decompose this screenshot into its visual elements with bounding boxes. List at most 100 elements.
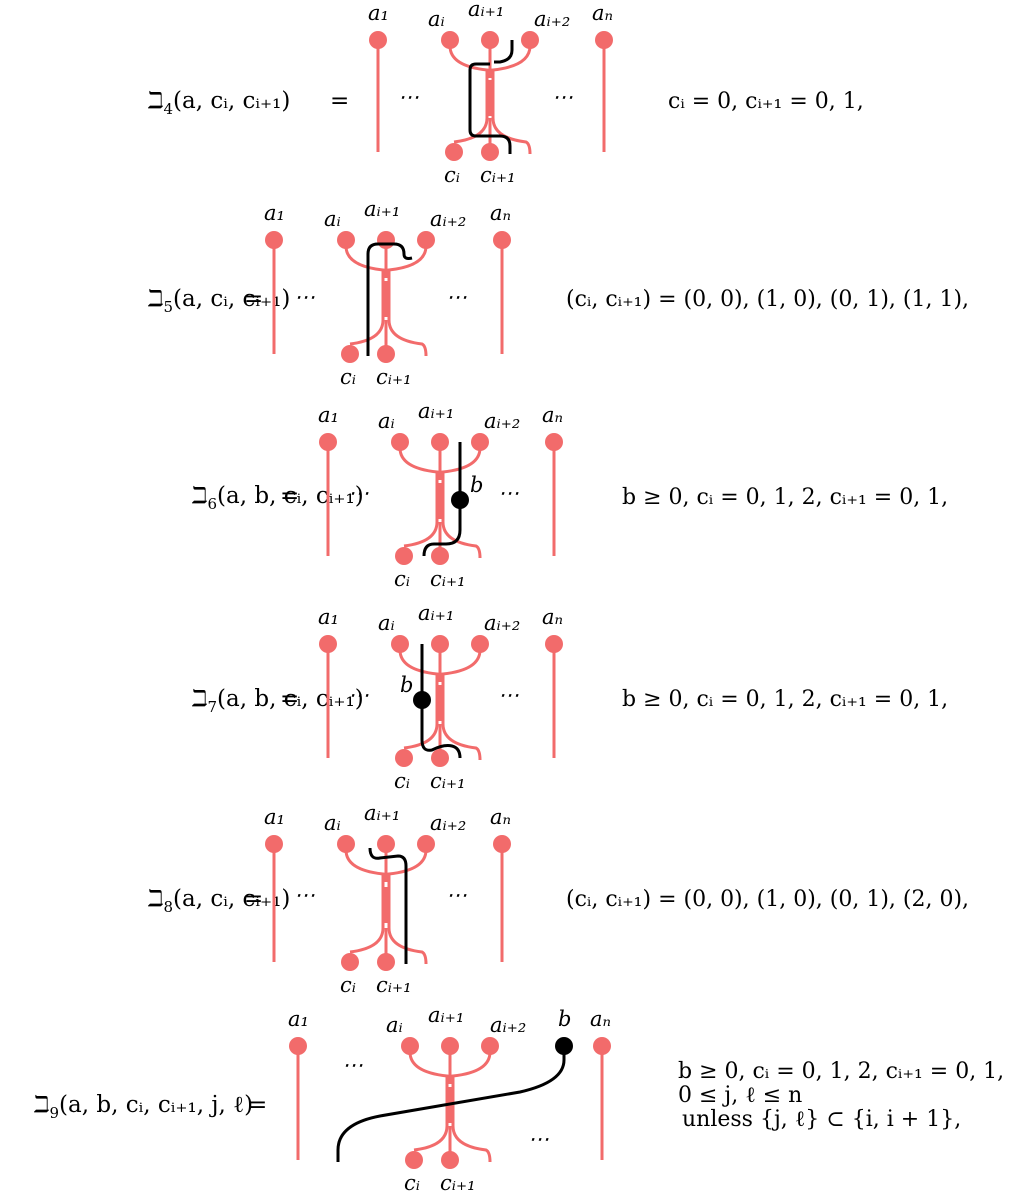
strand-a1-dot bbox=[319, 433, 337, 451]
beth-args: (a, cᵢ, cᵢ₊₁) bbox=[173, 886, 290, 912]
bottom-dot-ci1 bbox=[481, 143, 499, 161]
strand-a1-dot bbox=[319, 635, 337, 653]
thick-box bbox=[436, 685, 444, 721]
equation-lhs: ℶ4(a, cᵢ, cᵢ₊₁) bbox=[147, 88, 290, 118]
label-ai2: aᵢ₊₂ bbox=[484, 409, 520, 433]
black-strand-through bbox=[366, 242, 413, 356]
thick-box bbox=[486, 80, 494, 116]
label-a1: a₁ bbox=[368, 1, 389, 25]
ellipsis-left: ⋯ bbox=[294, 883, 315, 907]
label-ci: cᵢ bbox=[340, 973, 356, 997]
label-ci: cᵢ bbox=[394, 567, 410, 591]
label-ci: cᵢ bbox=[394, 769, 410, 793]
condition-line: b ≥ 0, cᵢ = 0, 1, 2, cᵢ₊₁ = 0, 1, bbox=[622, 485, 948, 510]
thick-box bbox=[382, 887, 390, 923]
label-b: b bbox=[470, 473, 483, 497]
bottom-dot-ci1 bbox=[377, 953, 395, 971]
label-ai2: aᵢ₊₂ bbox=[490, 1013, 526, 1037]
beth-index: 6 bbox=[208, 495, 218, 513]
label-ci: cᵢ bbox=[340, 365, 356, 389]
label-ci1: cᵢ₊₁ bbox=[440, 1171, 476, 1195]
ellipsis-right: ⋯ bbox=[446, 285, 467, 309]
beth-index: 9 bbox=[50, 1104, 60, 1122]
label-ci1: cᵢ₊₁ bbox=[430, 567, 466, 591]
label-ai: aᵢ bbox=[428, 7, 445, 31]
label-an: aₙ bbox=[592, 1, 613, 25]
black-strand-b bbox=[420, 644, 462, 759]
condition-line: (cᵢ, cᵢ₊₁) = (0, 0), (1, 0), (0, 1), (2,… bbox=[566, 887, 969, 912]
beth-symbol: ℶ bbox=[33, 1092, 50, 1118]
merge-strand-right bbox=[491, 40, 532, 78]
condition-line: b ≥ 0, cᵢ = 0, 1, 2, cᵢ₊₁ = 0, 1, bbox=[678, 1059, 1004, 1084]
beth-index: 7 bbox=[208, 698, 218, 716]
label-ai1: aᵢ₊₁ bbox=[364, 801, 400, 825]
beth-args: (a, cᵢ, cᵢ₊₁) bbox=[173, 286, 290, 312]
split-right bbox=[387, 319, 428, 357]
ellipsis-right: ⋯ bbox=[446, 883, 467, 907]
equation-lhs: ℶ8(a, cᵢ, cᵢ₊₁) bbox=[147, 886, 290, 916]
b-dot bbox=[451, 491, 469, 509]
strand-a1-dot bbox=[265, 231, 283, 249]
label-ai2: aᵢ₊₂ bbox=[430, 811, 466, 835]
condition-line: (cᵢ, cᵢ₊₁) = (0, 0), (1, 0), (0, 1), (1,… bbox=[566, 287, 969, 312]
beth-args: (a, b, cᵢ, cᵢ₊₁) bbox=[217, 483, 364, 509]
condition-line: b ≥ 0, cᵢ = 0, 1, 2, cᵢ₊₁ = 0, 1, bbox=[622, 687, 948, 712]
strand-a1-dot bbox=[369, 31, 387, 49]
merge-strand-right bbox=[441, 644, 482, 682]
split-left bbox=[403, 521, 439, 548]
ellipsis-left: ⋯ bbox=[398, 85, 419, 109]
label-a1: a₁ bbox=[264, 805, 285, 829]
label-ai: aᵢ bbox=[324, 811, 341, 835]
label-an: aₙ bbox=[490, 805, 511, 829]
beth-symbol: ℶ bbox=[147, 886, 164, 912]
merge-strand-left bbox=[448, 40, 489, 78]
b-dot bbox=[413, 691, 431, 709]
equation-lhs: ℶ6(a, b, cᵢ, cᵢ₊₁) bbox=[191, 483, 364, 513]
split-right bbox=[441, 723, 482, 761]
strand-an-dot bbox=[493, 231, 511, 249]
merge-strand-right bbox=[387, 844, 428, 882]
equals-sign: = bbox=[280, 686, 299, 712]
bottom-dot-ci1 bbox=[431, 547, 449, 565]
thick-box bbox=[382, 281, 390, 317]
split-left bbox=[413, 1125, 449, 1152]
merge-strand-left bbox=[398, 644, 439, 682]
beth-index: 4 bbox=[164, 100, 174, 118]
strand-an-dot bbox=[493, 835, 511, 853]
label-ai2: aᵢ₊₂ bbox=[534, 7, 570, 31]
split-right bbox=[491, 117, 532, 155]
split-left bbox=[453, 117, 489, 144]
bottom-dot-ci1 bbox=[377, 345, 395, 363]
beth-symbol: ℶ bbox=[147, 286, 164, 312]
split-left bbox=[349, 927, 385, 954]
merge-strand-left bbox=[408, 1046, 449, 1084]
label-ai2: aᵢ₊₂ bbox=[484, 611, 520, 635]
b-dot bbox=[555, 1037, 573, 1055]
strand-a1-dot bbox=[289, 1037, 307, 1055]
strand-an-dot bbox=[545, 635, 563, 653]
strand-an-dot bbox=[593, 1037, 611, 1055]
equation-lhs: ℶ9(a, b, cᵢ, cᵢ₊₁, j, ℓ) bbox=[33, 1092, 253, 1122]
label-ai: aᵢ bbox=[386, 1013, 403, 1037]
equals-sign: = bbox=[330, 88, 349, 114]
label-ai1: aᵢ₊₁ bbox=[468, 0, 504, 21]
strand-an-dot bbox=[545, 433, 563, 451]
label-a1: a₁ bbox=[288, 1007, 309, 1031]
label-ai2: aᵢ₊₂ bbox=[430, 207, 466, 231]
black-strand-cap bbox=[368, 847, 408, 964]
label-an: aₙ bbox=[590, 1007, 611, 1031]
ellipsis-right: ⋯ bbox=[498, 683, 519, 707]
merge-strand-left bbox=[398, 442, 439, 480]
merge-strand-left bbox=[344, 844, 385, 882]
label-an: aₙ bbox=[542, 605, 563, 629]
label-b: b bbox=[400, 673, 413, 697]
beth-symbol: ℶ bbox=[147, 88, 164, 114]
equals-sign: = bbox=[244, 286, 263, 312]
strand-a1-dot bbox=[265, 835, 283, 853]
split-left bbox=[349, 319, 385, 346]
label-ai: aᵢ bbox=[324, 207, 341, 231]
label-ai: aᵢ bbox=[378, 409, 395, 433]
label-ai1: aᵢ₊₁ bbox=[418, 601, 454, 625]
